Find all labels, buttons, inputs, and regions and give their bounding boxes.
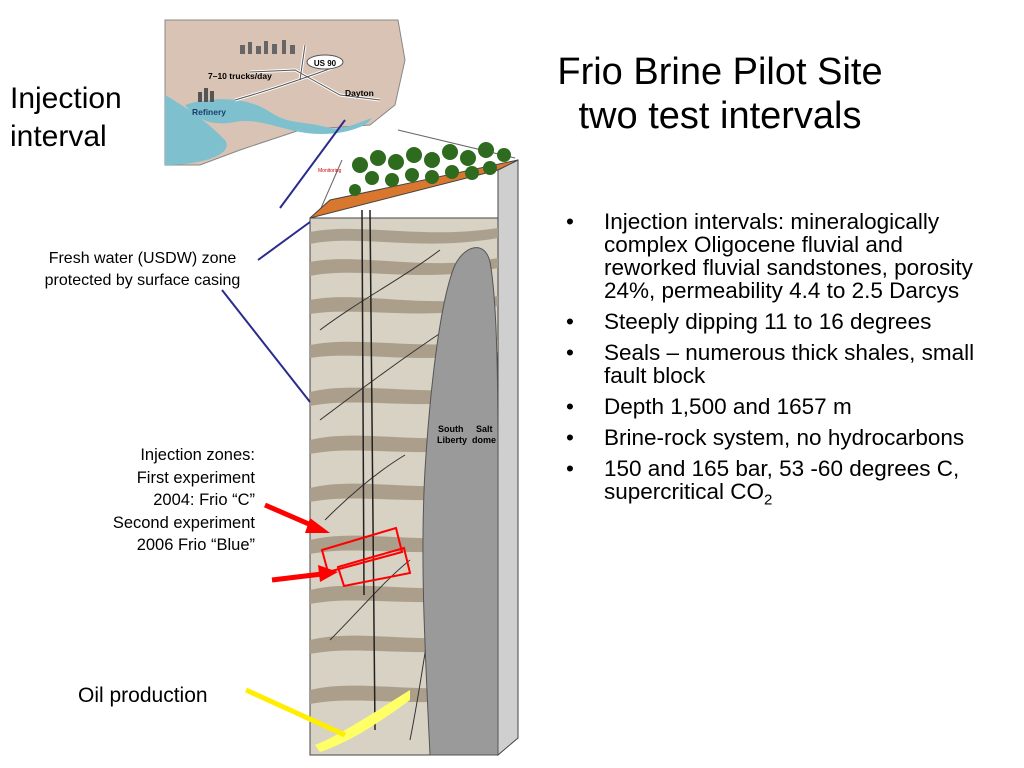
injection-interval-label: Injection interval bbox=[10, 80, 122, 156]
bullet-item: • 150 and 165 bar, 53 -60 degrees C, supe… bbox=[560, 457, 1000, 512]
trucks-label: 7–10 trucks/day bbox=[208, 71, 272, 81]
co2-subscript: 2 bbox=[764, 491, 773, 509]
bullet-dot-icon: • bbox=[566, 394, 574, 419]
bullet-item: • Injection intervals: mineralogically co… bbox=[560, 210, 1000, 302]
bullet-text: Brine-rock system, no hydrocarbons bbox=[604, 425, 965, 450]
injection-interval-leader bbox=[279, 119, 346, 209]
arrow-frio-blue-icon bbox=[271, 571, 323, 583]
block-front-face: South Liberty Salt dome bbox=[309, 209, 499, 756]
location-map: US 90 7–10 trucks/day Dayton Refinery bbox=[164, 19, 406, 166]
injection-well bbox=[361, 209, 365, 596]
refinery-icon bbox=[198, 88, 214, 102]
slide-title: Frio Brine Pilot Site two test intervals bbox=[505, 50, 935, 138]
bay-water bbox=[165, 95, 227, 165]
frio-c-interval-box bbox=[320, 526, 404, 574]
salt-dome bbox=[422, 247, 499, 756]
monitoring-label: Monitoring bbox=[318, 168, 342, 174]
bullet-text: Steeply dipping 11 to 16 degrees bbox=[604, 309, 932, 334]
frio-blue-interval-box bbox=[336, 546, 412, 588]
refinery-label: Refinery bbox=[192, 107, 226, 117]
block-side-face bbox=[497, 159, 519, 757]
injection-zones-line-3: 2004: Frio “C” bbox=[153, 491, 255, 509]
dayton-label: Dayton bbox=[345, 88, 374, 98]
fresh-water-leader-bottom bbox=[221, 289, 311, 403]
bullet-dot-icon: • bbox=[566, 425, 574, 450]
injection-zones-line-4: Second experiment bbox=[112, 513, 255, 532]
bullet-dot-icon: • bbox=[566, 309, 574, 334]
forest-trees-icon bbox=[349, 142, 511, 196]
bullet-text: 150 and 165 bar, 53 -60 degrees C, super… bbox=[604, 456, 960, 504]
injection-interval-line-2: interval bbox=[10, 120, 107, 153]
south-liberty-label-2: Liberty bbox=[437, 435, 467, 445]
bullet-item: • Seals – numerous thick shales, small fa… bbox=[560, 341, 1000, 387]
bullet-item: • Steeply dipping 11 to 16 degrees bbox=[560, 310, 1000, 333]
bullet-item: • Brine-rock system, no hydrocarbons bbox=[560, 426, 1000, 449]
bullet-item: • Depth 1,500 and 1657 m bbox=[560, 395, 1000, 418]
injection-zones-line-1: Injection zones: bbox=[140, 446, 255, 464]
observation-well bbox=[369, 209, 376, 731]
city-buildings-icon bbox=[240, 40, 295, 54]
injection-zones-label: Injection zones: First experiment 2004: … bbox=[40, 444, 255, 557]
south-liberty-label-1: South bbox=[438, 424, 464, 434]
salt-dome-label-2: dome bbox=[472, 435, 496, 445]
fresh-water-line-1: Fresh water (USDW) zone bbox=[48, 250, 237, 267]
river-water bbox=[185, 99, 372, 135]
oil-production-leader bbox=[244, 687, 347, 738]
bullet-dot-icon: • bbox=[566, 456, 574, 481]
bullet-text: Depth 1,500 and 1657 m bbox=[604, 394, 852, 419]
geologic-block-diagram: US 90 7–10 trucks/day Dayton Refinery bbox=[164, 19, 519, 757]
bullet-text: Seals – numerous thick shales, small fau… bbox=[604, 340, 975, 388]
title-line-1: Frio Brine Pilot Site bbox=[557, 51, 883, 93]
oil-zone bbox=[315, 690, 410, 752]
title-line-2: two test intervals bbox=[578, 95, 862, 137]
us90-label: US 90 bbox=[314, 59, 337, 68]
injection-interval-line-1: Injection bbox=[10, 82, 122, 115]
bullet-text: Injection intervals: mineralogically com… bbox=[604, 209, 973, 303]
bullet-list: • Injection intervals: mineralogically co… bbox=[560, 210, 1000, 520]
fresh-water-label: Fresh water (USDW) zone protected by sur… bbox=[15, 248, 270, 292]
us90-shield-icon bbox=[306, 54, 344, 70]
oil-production-label: Oil production bbox=[78, 684, 208, 707]
fresh-water-line-2: protected by surface casing bbox=[44, 272, 241, 289]
salt-dome-label-1: Salt bbox=[476, 424, 493, 434]
fresh-water-leader-top bbox=[257, 221, 311, 261]
bullet-dot-icon: • bbox=[566, 209, 574, 234]
injection-zones-line-2: First experiment bbox=[136, 468, 255, 487]
injection-zones-line-5: 2006 Frio “Blue” bbox=[136, 536, 255, 554]
bullet-dot-icon: • bbox=[566, 340, 574, 365]
